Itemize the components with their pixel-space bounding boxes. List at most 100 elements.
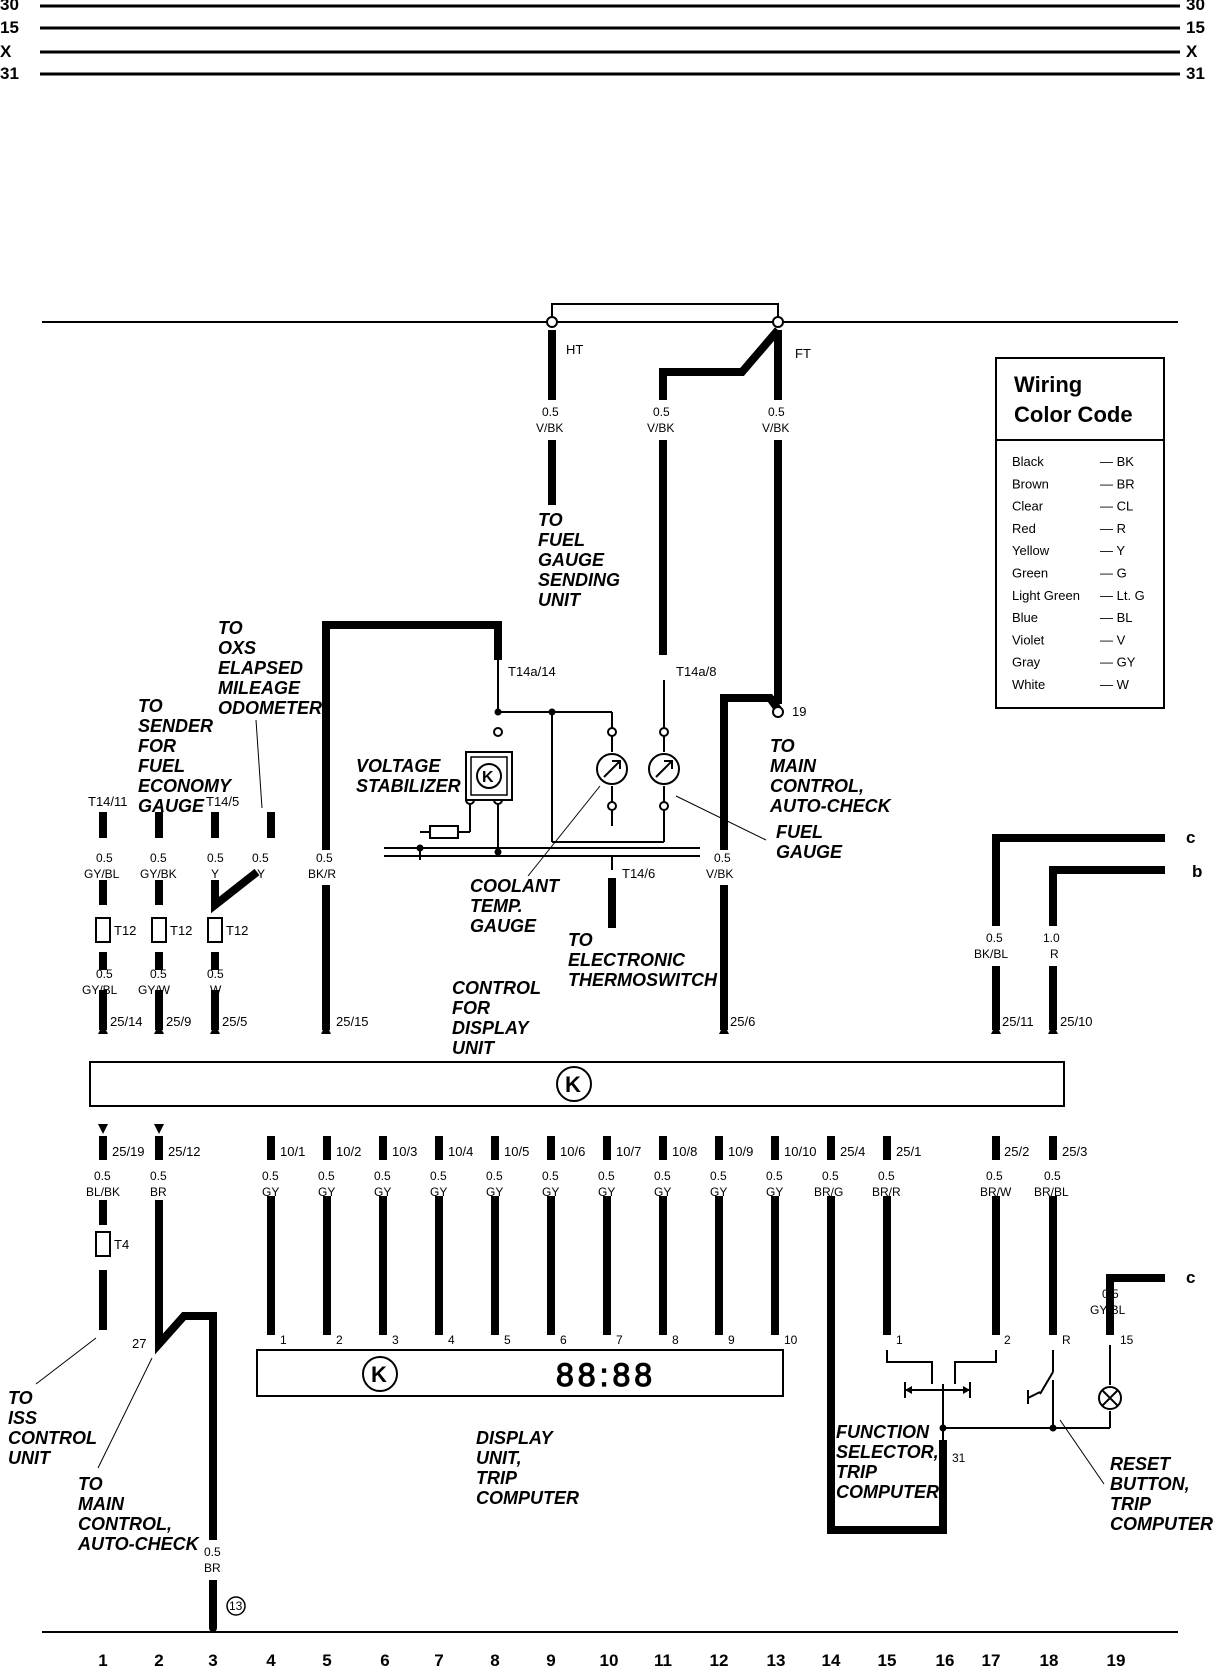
vbk-size: 0.5 bbox=[714, 851, 731, 865]
svg-text:25/9: 25/9 bbox=[166, 1014, 191, 1029]
function-selector-switch bbox=[886, 1345, 1111, 1440]
bkr-wire bbox=[322, 621, 502, 1030]
svg-text:SELECTOR,: SELECTOR, bbox=[836, 1442, 939, 1462]
svg-text:TRIP: TRIP bbox=[836, 1462, 878, 1482]
svg-text:GAUGE: GAUGE bbox=[138, 796, 205, 816]
svg-text:TO: TO bbox=[218, 618, 243, 638]
column-number: 8 bbox=[490, 1651, 499, 1670]
legend-color-name: Light Green bbox=[1012, 588, 1080, 603]
svg-text:UNIT,: UNIT, bbox=[476, 1448, 522, 1468]
svg-text:10/10: 10/10 bbox=[784, 1144, 817, 1159]
vbk-color: V/BK bbox=[706, 867, 733, 881]
legend-color-name: Black bbox=[1012, 454, 1044, 469]
svg-text:UNIT: UNIT bbox=[452, 1038, 496, 1058]
legend-color-code: — BR bbox=[1100, 476, 1135, 491]
svg-text:GAUGE: GAUGE bbox=[470, 916, 537, 936]
column-number: 7 bbox=[434, 1651, 443, 1670]
svg-text:10/6: 10/6 bbox=[560, 1144, 585, 1159]
svg-text:K: K bbox=[371, 1362, 387, 1387]
display-unit-label: DISPLAY UNIT, TRIP COMPUTER bbox=[476, 1428, 579, 1508]
voltage-stabilizer: K bbox=[465, 751, 513, 801]
t14-11-label: T14/11 bbox=[88, 794, 128, 809]
svg-text:Color Code: Color Code bbox=[1014, 402, 1133, 427]
t14a8-label: T14a/8 bbox=[676, 664, 716, 679]
thermoswitch-label: TO ELECTRONIC THERMOSWITCH bbox=[568, 930, 718, 990]
svg-text:GY: GY bbox=[766, 1185, 783, 1199]
svg-text:25/2: 25/2 bbox=[1004, 1144, 1029, 1159]
svg-text:Y: Y bbox=[211, 867, 219, 881]
svg-text:0.5: 0.5 bbox=[207, 967, 224, 981]
legend-color-code: — G bbox=[1100, 566, 1127, 581]
svg-text:15: 15 bbox=[1120, 1333, 1134, 1347]
svg-text:TO: TO bbox=[538, 510, 563, 530]
svg-text:ECONOMY: ECONOMY bbox=[138, 776, 233, 796]
bus-label-30-left: 30 bbox=[0, 0, 19, 14]
svg-text:BR/G: BR/G bbox=[814, 1185, 843, 1199]
svg-text:GY/BL: GY/BL bbox=[84, 867, 120, 881]
bus-label-15-right: 15 bbox=[1186, 18, 1205, 37]
svg-text:ISS: ISS bbox=[8, 1408, 37, 1428]
svg-text:1.0: 1.0 bbox=[1043, 931, 1060, 945]
t14-5-label: T14/5 bbox=[206, 794, 239, 809]
svg-text:6: 6 bbox=[560, 1333, 567, 1347]
svg-text:R: R bbox=[1062, 1333, 1071, 1347]
ft-right-size: 0.5 bbox=[768, 405, 785, 419]
legend-color-code: — Lt. G bbox=[1100, 588, 1145, 603]
svg-text:UNIT: UNIT bbox=[8, 1448, 52, 1468]
iss-leader bbox=[35, 1337, 97, 1385]
svg-text:GY/BL: GY/BL bbox=[82, 983, 118, 997]
svg-text:COOLANT: COOLANT bbox=[470, 876, 561, 896]
svg-text:Wiring: Wiring bbox=[1014, 372, 1082, 397]
svg-text:25/3: 25/3 bbox=[1062, 1144, 1087, 1159]
svg-text:TRIP: TRIP bbox=[1110, 1494, 1152, 1514]
legend-color-name: Blue bbox=[1012, 610, 1038, 625]
column-number: 18 bbox=[1040, 1651, 1059, 1670]
svg-text:25/11: 25/11 bbox=[1002, 1014, 1034, 1029]
svg-text:STABILIZER: STABILIZER bbox=[356, 776, 461, 796]
svg-text:GY: GY bbox=[654, 1185, 671, 1199]
legend-color-name: Violet bbox=[1012, 632, 1045, 647]
svg-text:10/9: 10/9 bbox=[728, 1144, 753, 1159]
svg-text:0.5: 0.5 bbox=[150, 1169, 167, 1183]
svg-text:FOR: FOR bbox=[138, 736, 176, 756]
iss-label: TO ISS CONTROL UNIT bbox=[8, 1388, 97, 1468]
coolant-leader bbox=[527, 785, 601, 877]
svg-text:CONTROL,: CONTROL, bbox=[78, 1514, 172, 1534]
svg-text:TEMP.: TEMP. bbox=[470, 896, 523, 916]
upper-left-wires bbox=[99, 812, 275, 1030]
reset-leader bbox=[1059, 1419, 1105, 1485]
svg-text:10/4: 10/4 bbox=[448, 1144, 473, 1159]
lower-pin-arrows bbox=[98, 1124, 164, 1134]
pin-27-label: 27 bbox=[132, 1336, 146, 1351]
column-number: 5 bbox=[322, 1651, 331, 1670]
svg-text:ODOMETER: ODOMETER bbox=[218, 698, 322, 718]
svg-text:GY: GY bbox=[262, 1185, 279, 1199]
main-control-top-label: TO MAIN CONTROL, AUTO-CHECK bbox=[769, 736, 893, 816]
lower-pin-labels: 25/19 25/12 10/1 10/2 10/3 10/4 10/5 10/… bbox=[112, 1144, 1087, 1159]
svg-text:TRIP: TRIP bbox=[476, 1468, 518, 1488]
t4-connector bbox=[95, 1231, 111, 1257]
svg-text:9: 9 bbox=[728, 1333, 735, 1347]
svg-text:SENDER: SENDER bbox=[138, 716, 213, 736]
svg-text:0.5: 0.5 bbox=[207, 851, 224, 865]
column-number: 14 bbox=[822, 1651, 841, 1670]
ground-13-label: 13 bbox=[229, 1599, 243, 1613]
svg-text:THERMOSWITCH: THERMOSWITCH bbox=[568, 970, 718, 990]
t14-6-label: T14/6 bbox=[622, 866, 655, 881]
svg-text:AUTO-CHECK: AUTO-CHECK bbox=[769, 796, 893, 816]
display-end-labels: 1 2 3 4 5 6 7 8 9 10 1 2 R bbox=[280, 1333, 1071, 1347]
svg-text:GY: GY bbox=[486, 1185, 503, 1199]
edge-ref-c-top: c bbox=[1186, 828, 1195, 847]
ft-left-size: 0.5 bbox=[653, 405, 670, 419]
svg-text:BL/BK: BL/BK bbox=[86, 1185, 120, 1199]
svg-text:GY: GY bbox=[374, 1185, 391, 1199]
svg-text:BK/BL: BK/BL bbox=[974, 947, 1008, 961]
column-number: 1 bbox=[98, 1651, 107, 1670]
bus-labels-right: 30 15 X 31 bbox=[1186, 0, 1205, 83]
svg-text:GY/BK: GY/BK bbox=[140, 867, 177, 881]
svg-text:0.5: 0.5 bbox=[766, 1169, 783, 1183]
column-number: 12 bbox=[710, 1651, 729, 1670]
control-unit-body: K bbox=[89, 1061, 1065, 1107]
upper-pin-labels: 25/14 25/9 25/5 25/15 25/6 25/11 25/10 bbox=[110, 1014, 1093, 1029]
svg-text:0.5: 0.5 bbox=[96, 851, 113, 865]
